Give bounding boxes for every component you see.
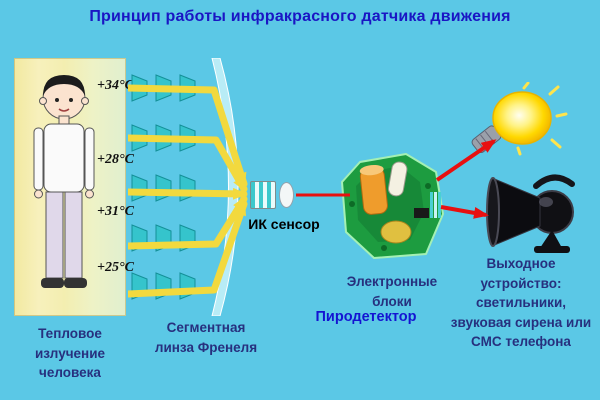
temperature-label: +34°C — [97, 78, 134, 93]
person-figure — [33, 75, 95, 288]
thermal-background-panel — [14, 58, 126, 316]
ir-sensor-lens-icon — [279, 182, 294, 208]
light-bulb-icon — [471, 82, 568, 156]
temperature-label: +28°C — [97, 152, 134, 167]
label-pyrodetector: Пиродетектор — [315, 309, 417, 325]
ir-sensor-icon — [250, 181, 276, 209]
siren-speaker-icon — [486, 174, 575, 253]
label-ir-sensor: ИК сенсор — [248, 216, 320, 232]
temperature-label: +25°C — [97, 260, 134, 275]
diagram-title: Принцип работы инфракрасного датчика дви… — [89, 8, 511, 25]
label-thermal-radiation: Тепловое излучение человека — [34, 326, 106, 381]
label-output-device: Выходное устройство: светильники, звуков… — [450, 256, 592, 350]
circuit-board-graphic — [341, 153, 444, 259]
label-electronic-blocks: Электронные блоки — [346, 274, 438, 309]
label-fresnel-lens: Сегментная линза Френеля — [154, 320, 258, 355]
fresnel-lens-graphic — [128, 58, 248, 316]
temperature-label: +31°C — [97, 204, 134, 219]
